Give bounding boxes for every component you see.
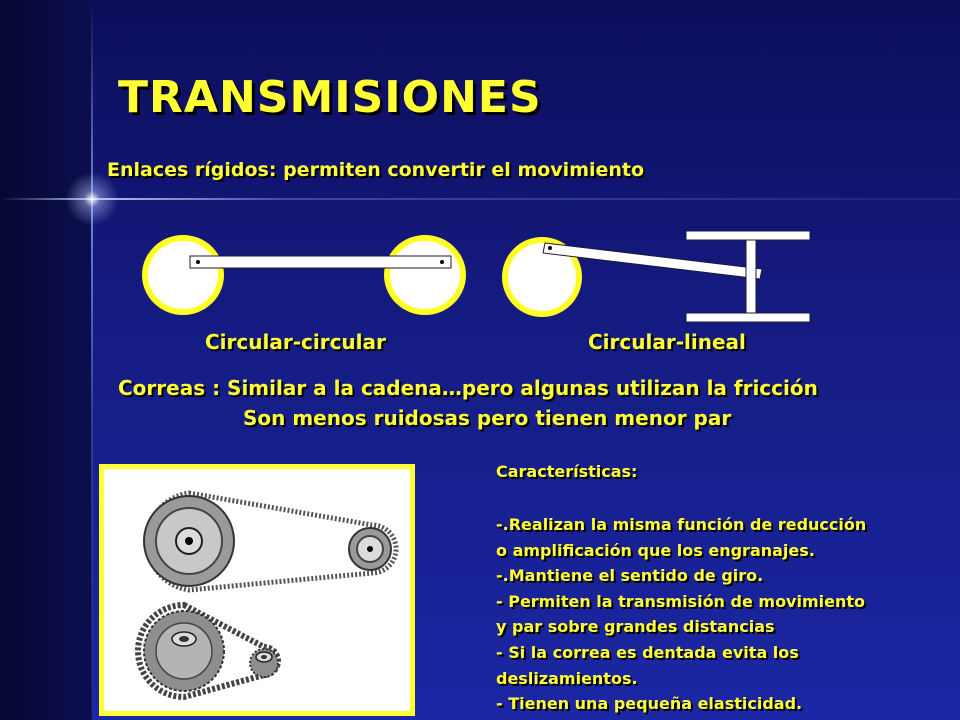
characteristics-line: - Permiten la transmisión de movimiento bbox=[496, 591, 866, 611]
lens-flare-vertical bbox=[91, 0, 93, 720]
belt-illustration-frame bbox=[99, 464, 415, 716]
characteristics-line: - Tienen una pequeña elasticidad. bbox=[496, 694, 803, 714]
characteristics-list: -.Realizan la misma función de reducción… bbox=[496, 512, 946, 717]
left-background-band bbox=[0, 0, 92, 720]
characteristics-line: -.Realizan la misma función de reducción bbox=[496, 515, 867, 534]
slide-title: TRANSMISIONES bbox=[118, 72, 542, 123]
lens-flare-star bbox=[60, 168, 124, 230]
characteristics-heading: Características: bbox=[496, 462, 638, 481]
characteristics-line: deslizamientos. bbox=[496, 668, 638, 688]
belts-description-line1: Correas : Similar a la cadena…pero algun… bbox=[118, 376, 818, 400]
circular-lineal-label: Circular-lineal bbox=[588, 330, 746, 354]
characteristics-line: - Si la correa es dentada evita los bbox=[496, 642, 799, 662]
belts-description-line2: Son menos ruidosas pero tienen menor par bbox=[243, 406, 732, 430]
circular-lineal-linkage bbox=[502, 230, 811, 323]
rigid-links-subtitle: Enlaces rígidos: permiten convertir el m… bbox=[107, 159, 645, 181]
toothed-belt-drive bbox=[135, 601, 281, 701]
belt-illustration bbox=[104, 469, 410, 711]
lens-flare-horizontal bbox=[0, 198, 960, 200]
characteristics-line: y par sobre grandes distancias bbox=[496, 617, 775, 637]
belt-drive-drawing bbox=[135, 490, 399, 701]
flat-belt-drive bbox=[143, 490, 399, 593]
characteristics-line: -.Mantiene el sentido de giro. bbox=[496, 566, 764, 586]
characteristics-line: o amplificación que los engranajes. bbox=[496, 540, 815, 560]
circular-circular-label: Circular-circular bbox=[205, 330, 386, 354]
circular-circular-linkage bbox=[142, 235, 466, 315]
